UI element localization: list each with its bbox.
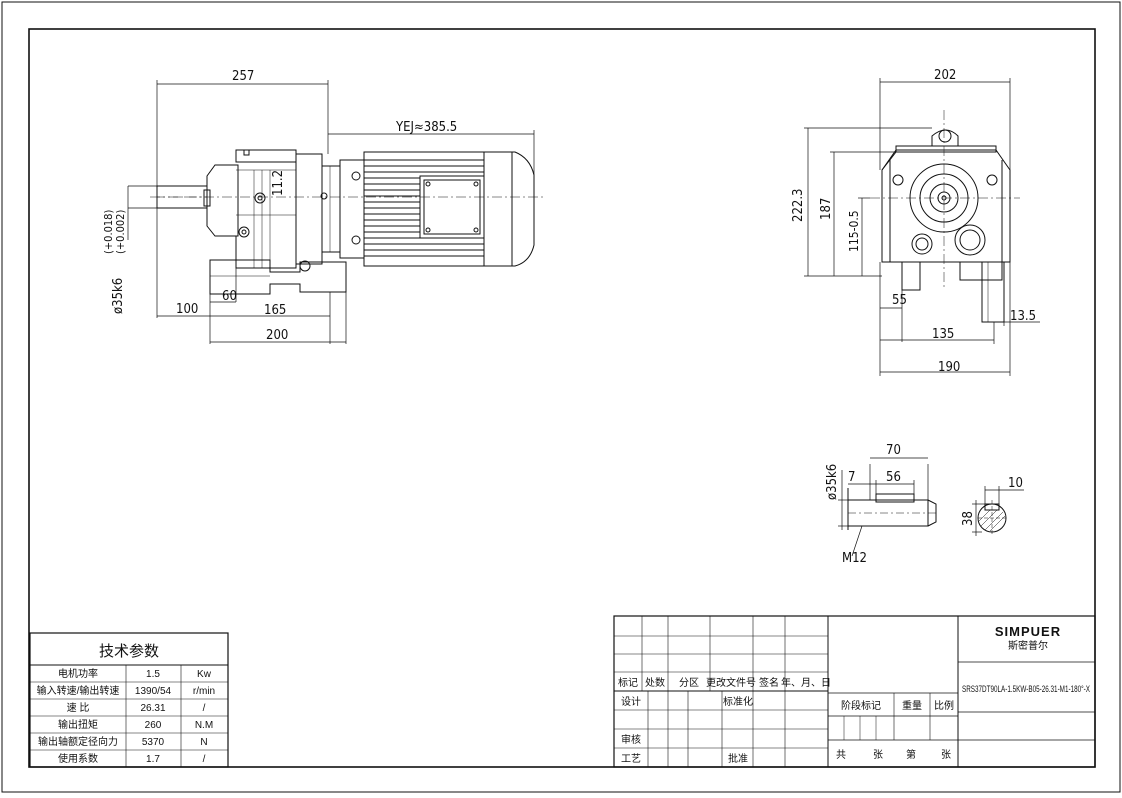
- front-view-dims: [127, 80, 535, 344]
- label-bili: 比例: [934, 699, 954, 712]
- dim-10: 10: [1008, 476, 1023, 491]
- front-view: [150, 149, 545, 295]
- tech-row-value: 5370: [142, 737, 165, 748]
- dim-200: 200: [266, 328, 288, 343]
- company-logo: SIMPUER: [995, 624, 1061, 639]
- label-fenqu: 分区: [679, 677, 699, 689]
- dim-135: 135: [932, 327, 954, 342]
- dim-257: 257: [232, 69, 254, 84]
- label-biaozhunhua: 标准化: [723, 695, 753, 708]
- drawing-number: SRS37DT90LA-1.5KW-B05-26.31-M1-180°-X: [962, 684, 1090, 694]
- dim-60: 60: [222, 289, 237, 304]
- dim-222-3: 222.3: [791, 189, 806, 222]
- dim-187: 187: [819, 198, 834, 220]
- label-gong: 共: [836, 749, 846, 761]
- title-block: [613, 615, 1096, 768]
- shaft-detail: [838, 457, 1024, 557]
- dim-70: 70: [886, 443, 901, 458]
- tech-table: [29, 632, 229, 768]
- dim-56: 56: [886, 470, 901, 485]
- dim-shaft-dia: ø35k6: [111, 278, 126, 314]
- tech-row-label: 电机功率: [58, 667, 98, 680]
- dim-190: 190: [938, 360, 960, 375]
- dim-38: 38: [961, 511, 976, 526]
- tech-row-label: 速 比: [67, 702, 90, 714]
- side-view: [870, 110, 1020, 323]
- dim-shaft-detail-dia: ø35k6: [825, 464, 840, 500]
- tech-row-value: 1390/54: [135, 686, 172, 697]
- tech-row-label: 使用系数: [58, 752, 98, 765]
- label-zhang2: 张: [941, 749, 951, 761]
- dim-55: 55: [892, 293, 907, 308]
- label-chushu: 处数: [645, 676, 665, 689]
- tech-row-unit: /: [203, 703, 206, 714]
- tech-row-value: 1.7: [146, 754, 160, 765]
- dim-11-2: 11.2: [271, 170, 286, 196]
- dim-shaft-tol-bottom: (+0.002): [114, 210, 127, 254]
- dim-m12: M12: [842, 551, 867, 566]
- side-view-dims: [804, 78, 1040, 376]
- tech-table-rows: 电机功率 1.5 Kw 输入转速/输出转速 1390/54 r/min 速 比 26.31 / 输…: [37, 667, 216, 765]
- label-date: 年、月、日: [781, 676, 831, 689]
- dim-13-5: 13.5: [1010, 309, 1036, 324]
- tech-row-value: 1.5: [146, 669, 160, 680]
- label-sheji: 设计: [621, 695, 641, 708]
- label-gongyi: 工艺: [621, 753, 641, 765]
- shaft-section-hatch: [978, 509, 1006, 532]
- tech-row-unit: N.M: [195, 720, 213, 731]
- tech-row-value: 260: [145, 720, 162, 731]
- tech-row-unit: Kw: [197, 669, 212, 680]
- dim-165: 165: [264, 303, 286, 318]
- dim-115: 115-0.5: [847, 210, 861, 252]
- tech-row-unit: /: [203, 754, 206, 765]
- dim-202: 202: [934, 68, 956, 83]
- label-di: 第: [906, 748, 916, 761]
- tech-row-label: 输入转速/输出转速: [37, 684, 120, 697]
- tech-row-unit: N: [200, 737, 207, 748]
- label-pizhun: 批准: [728, 752, 748, 765]
- label-shenhe: 审核: [621, 733, 641, 746]
- tech-row-label: 输出轴额定径向力: [38, 735, 118, 748]
- label-jieduan: 阶段标记: [841, 699, 881, 712]
- title-block-labels: 标记 处数 分区 更改文件号 签名 年、月、日 设计 标准化 审核 工艺 批准 …: [618, 676, 954, 765]
- dim-shaft-tol-top: (+0.018): [102, 210, 115, 254]
- tech-row-unit: r/min: [193, 686, 215, 697]
- dim-7: 7: [848, 470, 855, 485]
- dim-100: 100: [176, 302, 198, 317]
- label-zhang1: 张: [873, 749, 883, 761]
- tech-row-label: 输出扭矩: [58, 718, 98, 731]
- label-zhongliang: 重量: [902, 699, 922, 712]
- tech-table-title: 技术参数: [99, 643, 159, 660]
- company-name-cn: 斯密普尔: [1008, 639, 1048, 652]
- label-gengai: 更改文件号: [706, 676, 756, 689]
- label-biaoji: 标记: [618, 677, 638, 689]
- label-qianming: 签名: [759, 676, 779, 689]
- dim-motor-length: YEJ≈385.5: [395, 120, 457, 135]
- tech-row-value: 26.31: [140, 703, 165, 714]
